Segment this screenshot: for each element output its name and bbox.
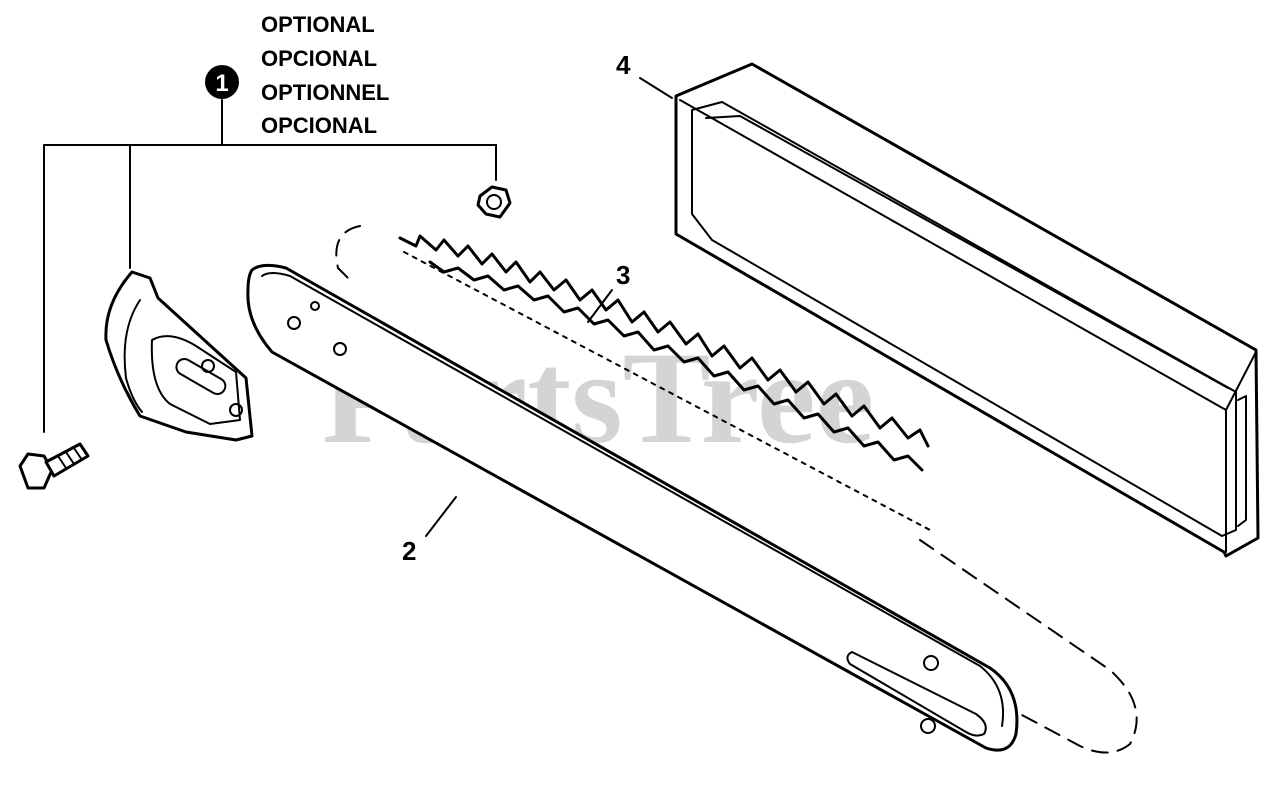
callout-3: 3 xyxy=(587,260,630,323)
optional-line-es: OPCIONAL xyxy=(261,46,377,71)
optional-line-en: OPTIONAL xyxy=(261,12,375,37)
chain-loop-outline xyxy=(335,225,1138,754)
guide-bar-part xyxy=(246,263,1019,752)
optional-kit-label: 1 OPTIONAL OPCIONAL OPTIONNEL OPCIONAL xyxy=(205,12,389,138)
optional-kit-bracket xyxy=(43,99,497,433)
callout-3-number: 3 xyxy=(616,260,630,290)
nut-part xyxy=(476,185,512,219)
callout-2: 2 xyxy=(402,496,457,566)
optional-line-pt: OPCIONAL xyxy=(261,113,377,138)
callout-4: 4 xyxy=(616,50,673,99)
callout-4-number: 4 xyxy=(616,50,631,80)
bolt-part xyxy=(18,442,90,490)
callout-2-number: 2 xyxy=(402,536,416,566)
item-number-1: 1 xyxy=(215,70,228,97)
cover-plate-part xyxy=(104,270,254,442)
item-number-badge xyxy=(205,65,239,99)
optional-line-fr: OPTIONNEL xyxy=(261,80,389,105)
saw-chain-part xyxy=(398,234,931,531)
scabbard-part xyxy=(674,62,1260,558)
